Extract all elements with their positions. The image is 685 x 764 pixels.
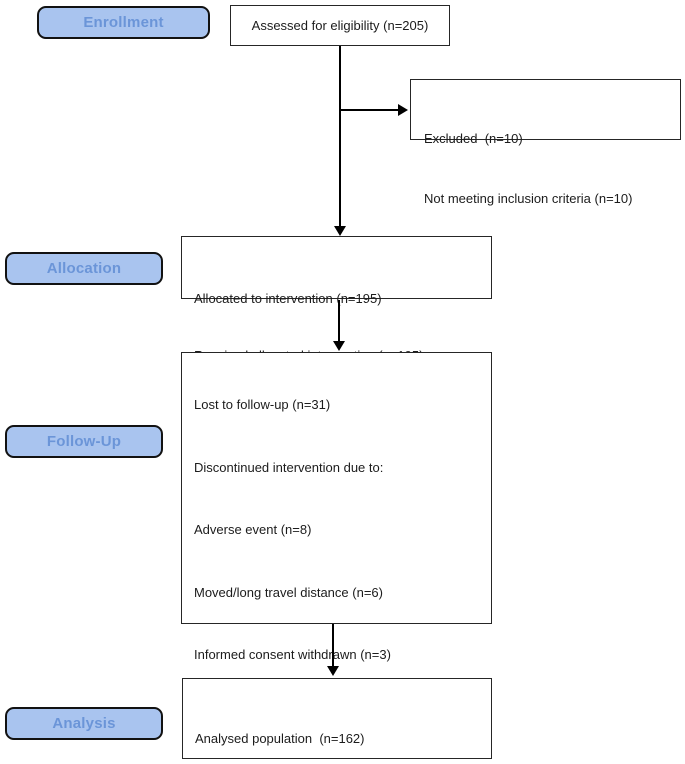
followup-line: Moved/long travel distance (n=6) (194, 584, 383, 600)
followup-line: Adverse event (n=8) (194, 522, 312, 537)
stage-label-analysis: Analysis (5, 707, 163, 740)
connector-followup-to-analysed (332, 624, 334, 667)
excluded-line: Excluded (n=10) (424, 131, 523, 146)
arrowhead-down-icon (327, 666, 339, 676)
followup-line: Discontinued intervention due to: (194, 459, 384, 475)
stage-label-followup: Follow-Up (5, 425, 163, 458)
assessed-box: Assessed for eligibility (n=205) (230, 5, 450, 46)
excluded-box: Excluded (n=10) Not meeting inclusion cr… (410, 79, 681, 206)
analysed-box: Analysed population (n=162) Excluded fro… (182, 678, 492, 759)
stage-label-allocation: Allocation (5, 252, 163, 285)
followup-line: Informed consent withdrawn (n=3) (194, 647, 391, 662)
arrowhead-right-icon (398, 104, 408, 116)
followup-line: Lost to follow-up (n=31) (194, 397, 331, 412)
excluded-line: Not meeting inclusion criteria (n=10) (424, 191, 633, 206)
assessed-text: Assessed for eligibility (n=205) (251, 18, 429, 33)
connector-allocated-to-followup (338, 300, 340, 342)
followup-box: Lost to follow-up (n=31) Discontinued in… (181, 352, 492, 725)
connector-to-excluded (340, 109, 400, 111)
allocated-box: Allocated to intervention (n=195) Receiv… (181, 236, 492, 363)
arrowhead-down-icon (333, 341, 345, 351)
connector-assessed-to-allocated (339, 46, 341, 227)
analysed-line: Analysed population (n=162) (195, 731, 365, 746)
allocated-line: Allocated to intervention (n=195) (194, 291, 382, 306)
stage-label-enrollment: Enrollment (37, 6, 210, 39)
arrowhead-down-icon (334, 226, 346, 236)
